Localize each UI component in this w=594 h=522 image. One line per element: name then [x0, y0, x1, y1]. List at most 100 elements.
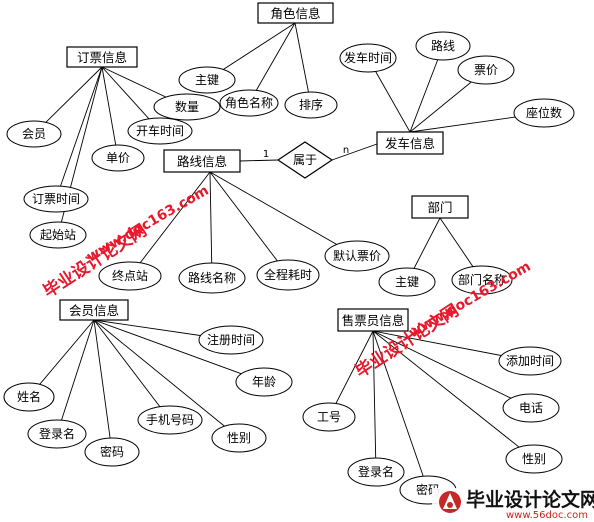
- attribute-ellipse: [23, 185, 89, 213]
- attribute-ellipse: [153, 93, 221, 121]
- logo-mark: [439, 491, 461, 513]
- attribute-ellipse: [127, 117, 193, 145]
- attribute-label: 姓名: [17, 389, 41, 404]
- attribute-department-0: 主键: [378, 267, 436, 297]
- connector-booking-2: [55, 66, 103, 200]
- connector-seller-3: [372, 330, 535, 460]
- attribute-ellipse: [235, 367, 293, 397]
- attribute-label: 注册时间: [207, 332, 255, 347]
- entity-booking: 订票信息: [66, 46, 138, 68]
- connector-member-3: [93, 319, 171, 421]
- attribute-member-6: 注册时间: [198, 325, 264, 355]
- cardinality-one: 1: [263, 149, 269, 160]
- attribute-ellipse: [513, 98, 575, 128]
- entity-seller: 售票员信息: [337, 308, 409, 332]
- attribute-role-2: 排序: [284, 91, 338, 119]
- attribute-role-1: 角色名称: [219, 89, 279, 117]
- entity-route-label: 路线信息: [177, 154, 227, 169]
- attribute-member-2: 密码: [84, 437, 140, 467]
- attribute-label: 路线: [431, 38, 455, 53]
- entity-member: 会员信息: [59, 299, 129, 321]
- logo-text-url: www.56doc.com: [506, 510, 588, 521]
- attribute-label: 发车时间: [344, 50, 392, 65]
- attribute-ellipse: [178, 262, 246, 294]
- attribute-booking-1: 单价: [91, 144, 145, 172]
- attribute-ellipse: [178, 66, 236, 94]
- attribute-member-5: 年龄: [235, 367, 293, 397]
- attribute-label: 主键: [195, 73, 219, 87]
- attribute-label: 排序: [299, 97, 323, 112]
- attribute-route-2: 全程耗时: [256, 259, 320, 291]
- entity-departure-label: 发车信息: [385, 136, 435, 151]
- attribute-seller-0: 工号: [302, 402, 356, 432]
- attribute-label: 开车时间: [136, 123, 184, 138]
- attribute-ellipse: [98, 261, 162, 291]
- attribute-label: 会员: [22, 127, 46, 141]
- attribute-route-1: 路线名称: [178, 262, 246, 294]
- relationship-label: 属于: [293, 153, 317, 167]
- attribute-ellipse: [505, 444, 563, 474]
- relationship-belongs: 属于 1 n: [263, 141, 349, 179]
- attribute-ellipse: [91, 144, 145, 172]
- attribute-member-3: 手机号码: [137, 405, 203, 435]
- attribute-ellipse: [211, 423, 267, 453]
- attribute-ellipse: [451, 265, 513, 295]
- attribute-seller-4: 电话: [502, 393, 560, 423]
- connector-seller-2: [372, 330, 429, 491]
- attribute-ellipse: [284, 91, 338, 119]
- attribute-label: 票价: [474, 63, 498, 77]
- attribute-route-3: 默认票价: [324, 240, 390, 272]
- attribute-label: 主键: [395, 275, 419, 289]
- attribute-label: 电话: [519, 401, 543, 415]
- attribute-label: 部门名称: [458, 272, 506, 287]
- attribute-ellipse: [324, 240, 390, 272]
- attribute-label: 手机号码: [146, 413, 194, 427]
- attribute-label: 座位数: [526, 105, 562, 120]
- attribute-ellipse: [502, 393, 560, 423]
- connector-role-2: [294, 22, 312, 106]
- cardinality-many: n: [343, 145, 349, 156]
- attribute-ellipse: [29, 221, 87, 249]
- attribute-label: 工号: [317, 410, 341, 424]
- attribute-label: 单价: [106, 151, 130, 165]
- connector-lines: [28, 22, 545, 491]
- attribute-ellipse: [339, 43, 397, 73]
- attribute-ellipse: [457, 55, 515, 85]
- entity-route: 路线信息: [163, 149, 241, 173]
- attribute-label: 默认票价: [333, 248, 381, 263]
- attribute-label: 路线名称: [188, 270, 236, 285]
- attribute-route-0: 终点站: [98, 261, 162, 291]
- attribute-ellipse: [378, 267, 436, 297]
- attribute-booking-0: 会员: [6, 120, 62, 148]
- attribute-ellipse: [415, 31, 471, 61]
- attribute-departure-1: 路线: [415, 31, 471, 61]
- attribute-label: 密码: [100, 444, 124, 459]
- connector-route-3: [209, 171, 358, 257]
- attribute-ellipse: [3, 382, 55, 412]
- entity-seller-label: 售票员信息: [342, 313, 405, 328]
- attribute-seller-5: 添加时间: [498, 346, 562, 376]
- attribute-role-0: 主键: [178, 66, 236, 94]
- attribute-ellipse: [498, 346, 562, 376]
- attribute-booking-3: 起始站: [29, 221, 87, 249]
- attribute-departure-3: 座位数: [513, 98, 575, 128]
- entity-role: 角色信息: [257, 2, 334, 24]
- connector-route-1: [209, 171, 213, 279]
- attribute-ellipse: [84, 437, 140, 467]
- entity-department: 部门: [411, 195, 469, 219]
- attribute-label: 登录名: [39, 426, 75, 441]
- attribute-label: 登录名: [358, 464, 394, 479]
- attribute-seller-1: 登录名: [347, 457, 405, 487]
- attribute-label: 起始站: [40, 228, 76, 242]
- attribute-ellipse: [198, 325, 264, 355]
- connector-route-relationship: [239, 159, 279, 162]
- attribute-ellipse: [256, 259, 320, 291]
- connector-seller-4: [372, 330, 532, 409]
- attribute-label: 订票时间: [32, 192, 80, 206]
- connector-booking-1: [101, 66, 119, 159]
- connector-seller-0: [328, 330, 374, 418]
- attribute-label: 性别: [522, 452, 546, 466]
- entity-booking-label: 订票信息: [77, 50, 127, 65]
- connector-route-0: [129, 171, 211, 277]
